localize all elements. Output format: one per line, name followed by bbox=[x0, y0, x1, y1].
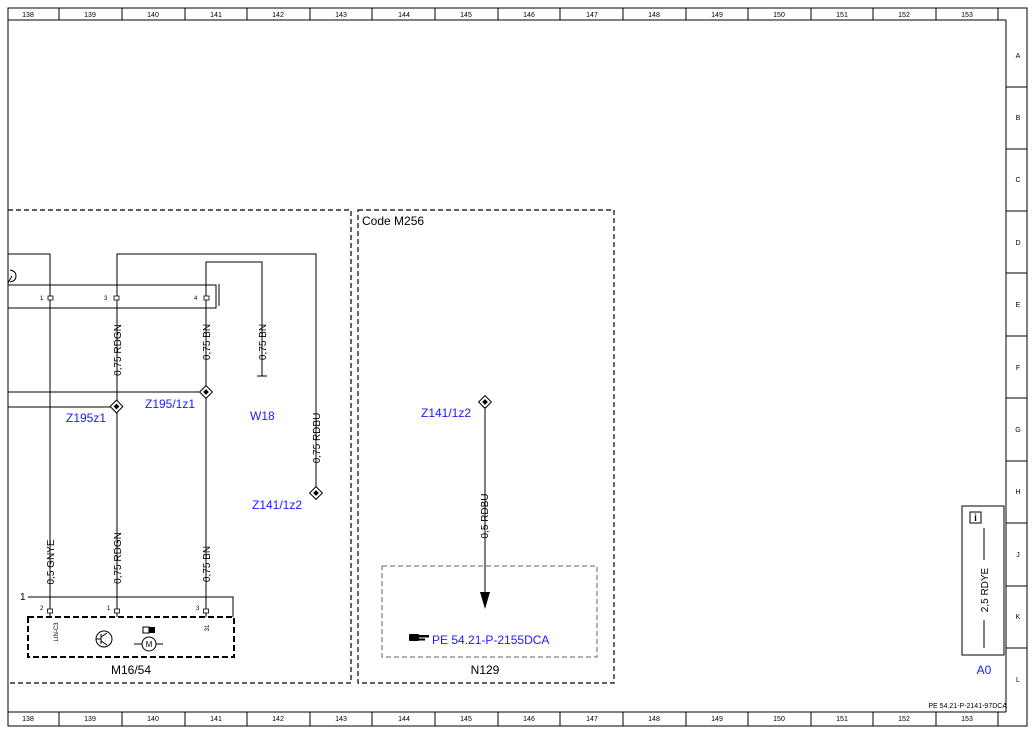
wire-label: 0,75 RDGN bbox=[113, 324, 124, 376]
row-label: G bbox=[1015, 427, 1020, 434]
splice-z141-1z2-left[interactable] bbox=[308, 485, 324, 501]
top-col-label: 152 bbox=[898, 12, 910, 19]
row-label: H bbox=[1015, 489, 1020, 496]
wires-left bbox=[8, 253, 317, 606]
component-m16-name: M16/54 bbox=[111, 663, 151, 677]
bottom-col-label: 150 bbox=[773, 716, 785, 723]
node-z195z1-link[interactable]: Z195z1 bbox=[66, 411, 106, 425]
top-col-label: 144 bbox=[398, 12, 410, 19]
bottom-col-label: 149 bbox=[711, 716, 723, 723]
component-a0[interactable]: i 2,5 RDYE A0 bbox=[961, 505, 1005, 677]
row-label: L bbox=[1016, 677, 1020, 684]
splice-z141-1z2-right[interactable] bbox=[477, 394, 493, 410]
row-label: F bbox=[1016, 365, 1020, 372]
component-n129-name: N129 bbox=[471, 663, 500, 677]
bottom-col-label: 148 bbox=[648, 716, 660, 723]
bottom-col-label: 141 bbox=[210, 716, 222, 723]
bottom-col-label: 147 bbox=[586, 716, 598, 723]
wire-label: 0,75 BN bbox=[202, 546, 213, 582]
wire-label: 0,5 GNYE bbox=[46, 539, 57, 584]
top-col-label: 141 bbox=[210, 12, 222, 19]
top-col-label: 150 bbox=[773, 12, 785, 19]
component-m16-54[interactable]: 1 2 1 3 LIN-C3 31 M M16/54 bbox=[20, 592, 235, 677]
row-label: D bbox=[1015, 240, 1020, 247]
info-icon: i bbox=[974, 513, 977, 524]
svg-text:M: M bbox=[146, 640, 153, 649]
row-label: J bbox=[1016, 552, 1020, 559]
top-col-label: 148 bbox=[648, 12, 660, 19]
top-col-label: 143 bbox=[335, 12, 347, 19]
bottom-col-label: 151 bbox=[836, 716, 848, 723]
bottom-col-label: 145 bbox=[460, 716, 472, 723]
arrow-down-icon bbox=[480, 592, 490, 609]
transistor-icon bbox=[95, 630, 113, 648]
document-reference: PE 54.21-P-2141-97DCA bbox=[928, 703, 1007, 710]
node-z141-1z2-right-link[interactable]: Z141/1z2 bbox=[421, 406, 471, 420]
wire-label: 0,75 RDBU bbox=[312, 413, 323, 464]
node-z195-1z1-link[interactable]: Z195/1z1 bbox=[145, 397, 195, 411]
hand-pointer-icon bbox=[409, 634, 429, 641]
bottom-col-label: 139 bbox=[84, 716, 96, 723]
bottom-col-label: 143 bbox=[335, 716, 347, 723]
node-w18-link[interactable]: W18 bbox=[250, 409, 275, 423]
left-region-outline bbox=[8, 209, 352, 684]
top-ruler: 138 139 140 141 142 143 144 145 146 147 … bbox=[22, 8, 999, 20]
row-label: E bbox=[1016, 302, 1021, 309]
splice-z195-1z1[interactable] bbox=[198, 384, 214, 400]
bottom-col-label: 152 bbox=[898, 716, 910, 723]
connector-pin-label: 4 bbox=[194, 296, 198, 302]
wire-label: 2,5 RDYE bbox=[980, 567, 991, 612]
bottom-col-label: 140 bbox=[147, 716, 159, 723]
row-label: C bbox=[1015, 177, 1020, 184]
bottom-ruler: 138 139 140 141 142 143 144 145 146 147 … bbox=[22, 712, 999, 726]
bottom-col-label: 153 bbox=[961, 716, 973, 723]
lin-label: LIN-C3 bbox=[54, 622, 60, 642]
connector-pin-label: 1 bbox=[40, 296, 44, 302]
top-col-label: 140 bbox=[147, 12, 159, 19]
component-n129-box bbox=[381, 565, 598, 658]
side-ruler: A B C D E F G H J K L bbox=[1006, 53, 1027, 684]
wire-label: 0,75 BN bbox=[258, 324, 269, 360]
top-col-label: 138 bbox=[22, 12, 34, 19]
top-col-label: 146 bbox=[523, 12, 535, 19]
m16-pin-label: 3 bbox=[196, 606, 200, 612]
row-label: K bbox=[1016, 614, 1021, 621]
top-col-label: 149 bbox=[711, 12, 723, 19]
top-col-label: 145 bbox=[460, 12, 472, 19]
bottom-col-label: 144 bbox=[398, 716, 410, 723]
motor-icon: M bbox=[134, 626, 163, 652]
code-m256-region bbox=[357, 209, 615, 684]
code-box-label: Code M256 bbox=[362, 214, 424, 228]
wire-label: 0,75 RDGN bbox=[113, 532, 124, 584]
top-col-label: 153 bbox=[961, 12, 973, 19]
frame-outer bbox=[7, 7, 1028, 727]
pin31-label: 31 bbox=[205, 624, 211, 631]
top-col-label: 142 bbox=[272, 12, 284, 19]
wire-label: 0,75 BN bbox=[202, 324, 213, 360]
node-z141-1z2-left-link[interactable]: Z141/1z2 bbox=[252, 498, 302, 512]
n129-reference-link[interactable]: PE 54.21-P-2155DCA bbox=[432, 633, 549, 647]
bottom-col-label: 142 bbox=[272, 716, 284, 723]
connector-strip: 1 3 4 bbox=[7, 269, 220, 309]
row-label: B bbox=[1016, 115, 1021, 122]
top-col-label: 147 bbox=[586, 12, 598, 19]
top-col-label: 151 bbox=[836, 12, 848, 19]
bottom-col-label: 146 bbox=[523, 716, 535, 723]
splice-z195z1[interactable] bbox=[109, 399, 124, 414]
component-index: 1 bbox=[20, 592, 26, 603]
bottom-col-label: 138 bbox=[22, 716, 34, 723]
m16-pin-label: 2 bbox=[40, 606, 44, 612]
connector-pin-label: 3 bbox=[104, 296, 108, 302]
ground-a0-link[interactable]: A0 bbox=[977, 663, 992, 677]
top-col-label: 139 bbox=[84, 12, 96, 19]
row-label: A bbox=[1016, 53, 1021, 60]
m16-pin-label: 1 bbox=[107, 606, 111, 612]
